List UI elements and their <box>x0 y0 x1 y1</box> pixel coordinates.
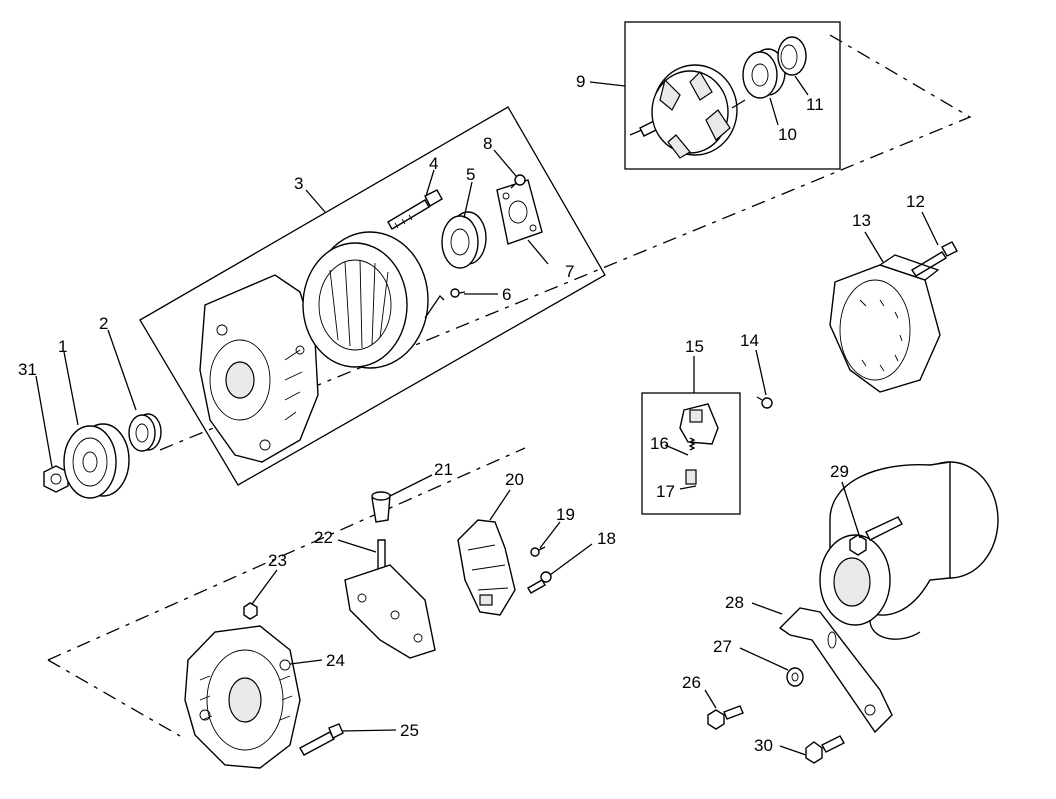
callout-2: 2 <box>99 314 108 333</box>
callout-26: 26 <box>682 673 701 692</box>
part-30-bolt <box>805 735 845 764</box>
part-27-washer <box>786 667 804 687</box>
callout-7: 7 <box>565 262 574 281</box>
part-19-screw <box>530 546 546 557</box>
part-18-screw <box>527 571 552 594</box>
callout-13: 13 <box>852 211 871 230</box>
callout-4: 4 <box>429 154 438 173</box>
callout-5: 5 <box>466 165 475 184</box>
callout-22: 22 <box>314 528 333 547</box>
part-26-bolt <box>707 705 744 730</box>
part-31-nut <box>43 465 69 493</box>
part-6-screw <box>450 288 466 298</box>
part-drive-end-frame <box>199 274 319 463</box>
assembly-frames <box>47 21 972 737</box>
callout-17: 17 <box>656 482 675 501</box>
part-12-bolt <box>911 241 958 277</box>
part-9-rotor <box>629 64 746 159</box>
callout-6: 6 <box>502 285 511 304</box>
callout-27: 27 <box>713 637 732 656</box>
callout-1: 1 <box>58 337 67 356</box>
part-1-pulley <box>63 423 130 499</box>
part-5-bearing <box>441 211 487 269</box>
part-2-collar <box>128 413 162 452</box>
part-7-plate <box>496 179 543 245</box>
part-21-insulator <box>371 491 391 523</box>
frame-rotor-9 <box>624 21 841 170</box>
part-4-stud <box>387 189 443 230</box>
part-15-brush-holder <box>679 403 719 445</box>
part-25-bolt <box>299 723 344 756</box>
callout-19: 19 <box>556 505 575 524</box>
parts <box>43 36 999 769</box>
part-stator <box>302 231 445 369</box>
callout-16: 16 <box>650 434 669 453</box>
callout-25: 25 <box>400 721 419 740</box>
part-22-rectifier <box>344 539 436 659</box>
part-16-spring <box>688 437 696 451</box>
part-17-brush <box>685 469 697 485</box>
callout-28: 28 <box>725 593 744 612</box>
leader-lines <box>35 75 939 756</box>
part-20-regulator <box>457 519 516 616</box>
callout-3: 3 <box>294 174 303 193</box>
assembly-line-upper <box>159 34 972 451</box>
callout-14: 14 <box>740 331 759 350</box>
callout-23: 23 <box>268 551 287 570</box>
frame-assembly-3 <box>139 106 606 486</box>
callout-labels: 1 2 3 4 5 6 7 8 9 10 11 12 13 14 15 16 1… <box>18 72 925 755</box>
callout-21: 21 <box>434 460 453 479</box>
callout-12: 12 <box>906 192 925 211</box>
callout-18: 18 <box>597 529 616 548</box>
part-28-bracket <box>778 607 893 734</box>
part-14-screw <box>756 396 773 409</box>
part-23-nut <box>243 602 258 620</box>
part-11-cover <box>777 36 807 76</box>
assembly-line-lower-2 <box>47 447 526 661</box>
callout-10: 10 <box>778 125 797 144</box>
part-10-bearing <box>742 48 786 99</box>
callout-9: 9 <box>576 72 585 91</box>
part-29-bolt <box>849 516 903 556</box>
callout-8: 8 <box>483 134 492 153</box>
frame-brush-holder-15 <box>641 392 741 515</box>
part-8-screw <box>510 174 526 189</box>
callout-24: 24 <box>326 651 345 670</box>
assembly-line-lower <box>47 659 181 737</box>
callout-30: 30 <box>754 736 773 755</box>
part-24-rear-frame <box>184 625 301 769</box>
callout-29: 29 <box>830 462 849 481</box>
callout-11: 11 <box>806 95 824 114</box>
part-13-rear-cover <box>829 254 941 393</box>
callout-15: 15 <box>685 337 704 356</box>
callout-31: 31 <box>18 360 37 379</box>
callout-20: 20 <box>505 470 524 489</box>
part-alternator-body <box>819 461 999 640</box>
